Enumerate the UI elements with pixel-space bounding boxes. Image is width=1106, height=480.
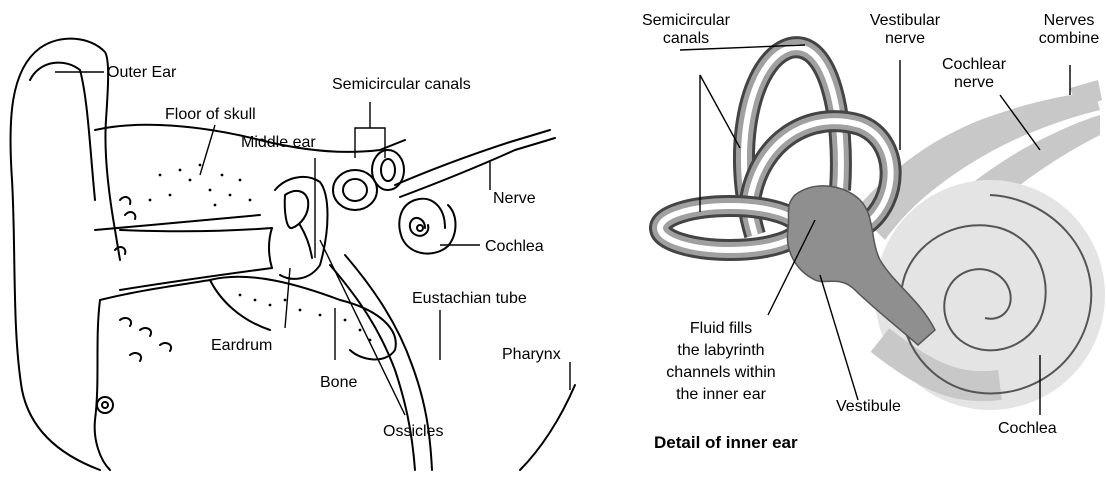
label-fluid-fills: Fluid fills the labyrinth channels withi… [656, 318, 786, 406]
label-cochlea-detail: Cochlea [998, 420, 1057, 438]
label-line: Nerves [1032, 12, 1106, 30]
label-nerves-combine: Nerves combine [1032, 12, 1106, 48]
eardrum-outline [269, 228, 272, 268]
label-floor-of-skull: Floor of skull [165, 106, 256, 124]
label-line: Fluid fills [656, 318, 786, 340]
ossicles-outline [285, 191, 309, 228]
label-ossicles: Ossicles [383, 423, 443, 441]
label-bone: Bone [320, 374, 357, 392]
label-vestibule: Vestibule [836, 398, 901, 416]
leader-floor-of-skull [200, 125, 215, 175]
semicircular-canal-1 [333, 170, 377, 210]
label-vestibular-nerve: Vestibular nerve [850, 12, 960, 48]
label-semicircular-canals: Semicircular canals [332, 76, 471, 94]
label-semicircular-canals-detail: Semicircular canals [626, 12, 746, 48]
label-line: nerve [926, 74, 1022, 92]
label-line: nerve [850, 30, 960, 48]
label-line: Cochlear [926, 56, 1022, 74]
label-cochlea: Cochlea [485, 238, 544, 256]
label-pharynx: Pharynx [502, 346, 561, 364]
label-eustachian-tube: Eustachian tube [412, 290, 527, 308]
label-nerve: Nerve [493, 190, 536, 208]
caption: Detail of inner ear [654, 434, 798, 452]
label-line: the labyrinth [656, 340, 786, 362]
label-outer-ear: Outer Ear [107, 64, 176, 82]
label-line: Semicircular [626, 12, 746, 30]
leader-vestibule [820, 275, 858, 400]
label-line: Vestibular [850, 12, 960, 30]
label-line: channels within [656, 362, 786, 384]
pharynx-outline [520, 385, 575, 470]
label-line: combine [1032, 30, 1106, 48]
label-line: canals [626, 30, 746, 48]
label-cochlear-nerve: Cochlear nerve [926, 56, 1022, 92]
label-middle-ear: Middle ear [241, 134, 316, 152]
nerve-outline [395, 130, 550, 185]
leader-semicircular-b [700, 75, 740, 148]
label-eardrum: Eardrum [211, 337, 272, 355]
ear-canal-outline [120, 228, 272, 231]
outer-ear-outline [10, 39, 120, 470]
label-line: the inner ear [656, 384, 786, 406]
